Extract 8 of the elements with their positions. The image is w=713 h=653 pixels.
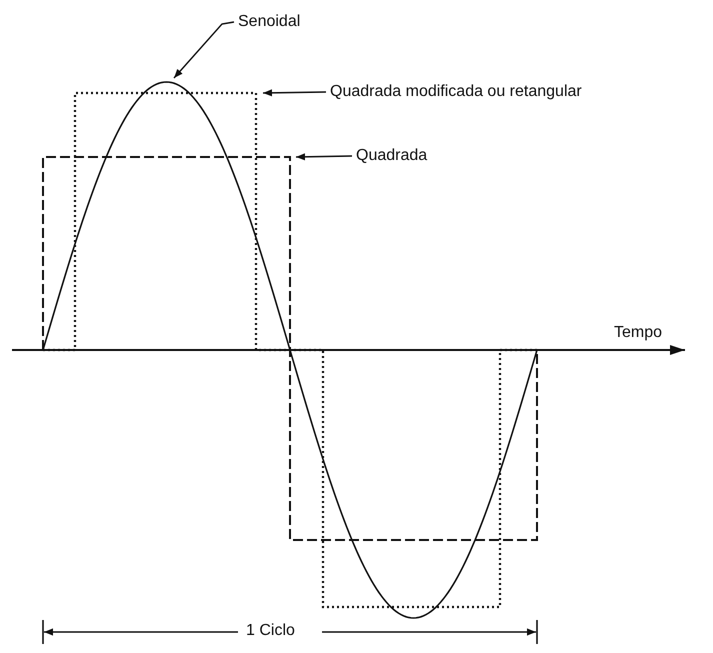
axis-label: Tempo <box>614 323 662 343</box>
leader-line <box>173 21 234 78</box>
callout-text: Quadrada <box>356 146 428 166</box>
callout-text: Quadrada modificada ou retangular <box>330 82 582 102</box>
callout-text: Senoidal <box>238 12 300 32</box>
leader-line <box>262 89 326 96</box>
leader-line <box>296 153 352 160</box>
dimension-label: 1 Ciclo <box>246 621 295 641</box>
